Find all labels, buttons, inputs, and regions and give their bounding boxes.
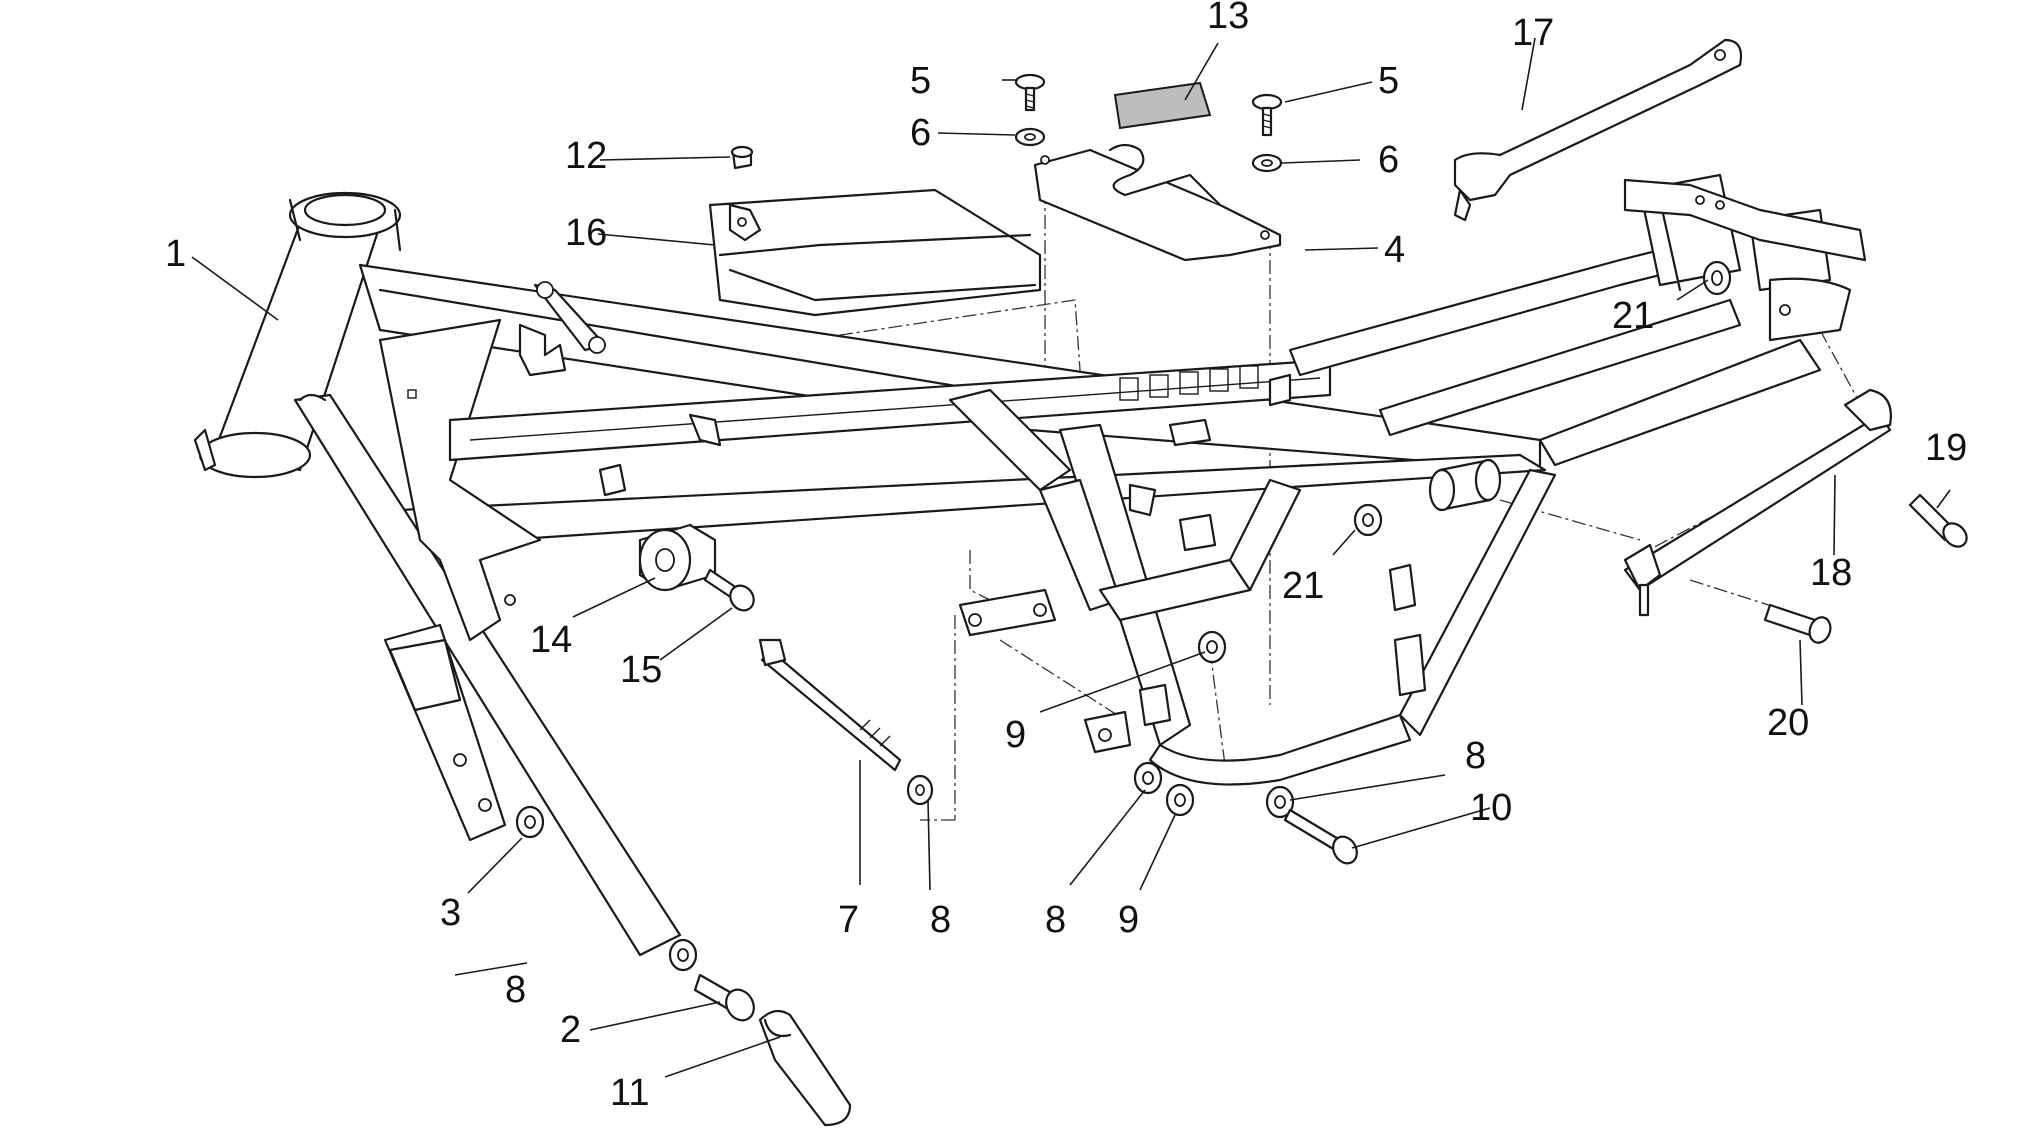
- nut-21-upper: [1702, 260, 1732, 296]
- washer-8-lower: [668, 938, 698, 972]
- callout-8-lower: 8: [505, 969, 526, 1011]
- washer-6-right: [1251, 153, 1283, 173]
- bolt-2: [693, 973, 755, 1022]
- washer-6-left: [1014, 127, 1046, 147]
- callout-12: 12: [565, 135, 607, 177]
- bolt-20: [1763, 603, 1832, 644]
- callout-9-upper: 9: [1005, 714, 1026, 756]
- callout-18: 18: [1810, 552, 1852, 594]
- callout-21-lower: 21: [1282, 565, 1324, 607]
- mounting-plate: [1033, 143, 1282, 262]
- leader-lines: [191, 37, 1951, 1078]
- rear-bracket-17: [1453, 38, 1743, 222]
- callout-14: 14: [530, 619, 572, 661]
- callout-17: 17: [1512, 12, 1554, 54]
- callout-5-left: 5: [910, 60, 931, 102]
- callout-21-upper: 21: [1612, 295, 1654, 337]
- bolt-19: [1908, 493, 1968, 548]
- screw-12: [730, 145, 754, 170]
- stud-7: [758, 638, 902, 772]
- bolt-15: [703, 568, 755, 612]
- callout-numbers: 1 2 3 4 5 5 6 6 7 8 8 8 8 9 9 10 11 12 1…: [165, 0, 1967, 1114]
- callout-8-right: 8: [1465, 735, 1486, 777]
- callout-8-center: 8: [1045, 899, 1066, 941]
- callout-20: 20: [1767, 702, 1809, 744]
- callout-9-lower: 9: [1118, 899, 1139, 941]
- frame-vent-slots: [1119, 365, 1259, 401]
- nut-21-lower: [1353, 503, 1383, 537]
- callout-19: 19: [1925, 427, 1967, 469]
- nut-9-lower: [1165, 783, 1195, 817]
- callout-10: 10: [1470, 787, 1512, 829]
- protective-cap-11: [758, 1009, 852, 1127]
- callout-11: 11: [610, 1072, 649, 1114]
- callout-6-left: 6: [910, 112, 931, 154]
- callout-7: 7: [838, 899, 859, 941]
- battery-tray: [708, 188, 1042, 317]
- spacer-14: [638, 523, 717, 592]
- callout-6-right: 6: [1378, 139, 1399, 181]
- main-frame: [193, 173, 1867, 957]
- washer-8-stud: [906, 774, 934, 806]
- washer-8-center: [1133, 761, 1163, 795]
- rear-bar-18: [1623, 388, 1892, 617]
- callout-15: 15: [620, 649, 662, 691]
- callout-4: 4: [1384, 229, 1405, 271]
- bolt-10: [1283, 808, 1358, 865]
- nut-9-upper: [1197, 630, 1227, 664]
- callout-2: 2: [560, 1009, 581, 1051]
- callout-5-right: 5: [1378, 60, 1399, 102]
- callout-16: 16: [565, 212, 607, 254]
- label-sticker: [1113, 81, 1212, 130]
- callout-8-stud: 8: [930, 899, 951, 941]
- screw-5-left: [1014, 73, 1046, 112]
- nut-3: [515, 805, 545, 839]
- callout-3: 3: [440, 892, 461, 934]
- callout-13: 13: [1207, 0, 1249, 37]
- callout-1: 1: [165, 233, 186, 275]
- washer-8-right: [1265, 785, 1295, 819]
- screw-5-right: [1251, 93, 1283, 137]
